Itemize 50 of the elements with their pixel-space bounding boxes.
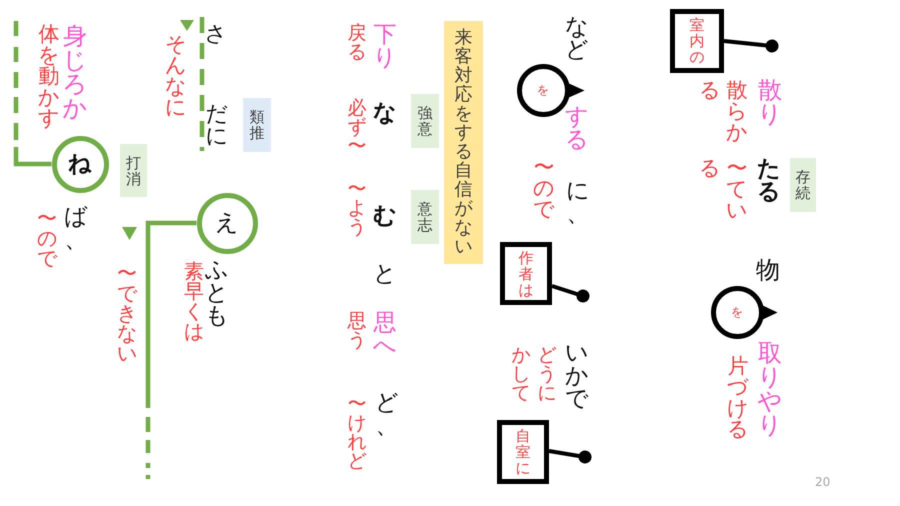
translation-text: どうにかして: [510, 346, 558, 403]
classical-text: と: [372, 263, 398, 286]
translation-text: 〜よう: [346, 180, 368, 237]
classical-text: など: [564, 16, 590, 62]
boxed-note: 自室に: [497, 420, 549, 484]
classical-text: む: [372, 205, 398, 228]
leader-line: [551, 284, 590, 302]
translation-text: 体を動かす: [37, 24, 61, 129]
classical-text: に、: [565, 180, 591, 226]
translation-text: そんなに: [164, 34, 188, 118]
classical-text: ふとも: [204, 259, 230, 328]
circled-character: え: [196, 192, 258, 254]
classical-text: 物: [755, 258, 781, 282]
page-number: 20: [815, 476, 830, 488]
key-word: 散り: [756, 78, 784, 126]
translation-text: 思う: [346, 312, 368, 350]
translation-text: 戻る: [346, 24, 368, 62]
grammar-tag: 類推: [243, 98, 271, 152]
classical-text: ど、: [374, 392, 400, 438]
translation-text: 必ず〜: [346, 99, 368, 156]
boxed-note: 作者は: [500, 242, 552, 305]
note-band: 来客対応をする自信がない: [444, 21, 483, 264]
classical-text: だに: [204, 104, 230, 148]
key-word: 下り: [372, 24, 398, 70]
translation-text: 〜ので: [36, 208, 58, 268]
translation-text: 〜けれど: [346, 395, 368, 471]
leader-line: [548, 449, 592, 464]
classical-text: いかで: [564, 342, 590, 411]
grammar-tag: 存続: [790, 158, 816, 212]
connector-line: [146, 220, 196, 479]
translation-text: 〜ので: [532, 157, 556, 220]
connector-line: [14, 20, 52, 166]
key-word: 身じろか: [62, 24, 88, 120]
translation-text: 散らかる: [698, 80, 749, 143]
translation-text: 〜できない: [116, 263, 138, 363]
grammar-tag: 打消: [120, 144, 147, 197]
key-word: 思へ: [372, 312, 398, 358]
classical-text: ば、: [63, 206, 89, 252]
classical-text: さ: [204, 24, 228, 46]
grammar-tag: 強意: [411, 94, 439, 148]
grammar-tag: 意志: [411, 190, 439, 244]
leader-line: [724, 39, 778, 52]
translation-text: 素早くは: [183, 261, 205, 341]
key-word: 取りやり: [756, 341, 784, 437]
classical-text: な: [372, 102, 398, 125]
translation-text: 〜ている: [698, 158, 749, 221]
classical-text: たる: [756, 158, 782, 204]
boxed-note: 室内の: [670, 9, 724, 73]
translation-text: 片づける: [726, 356, 750, 440]
circled-character: ね: [52, 136, 108, 192]
